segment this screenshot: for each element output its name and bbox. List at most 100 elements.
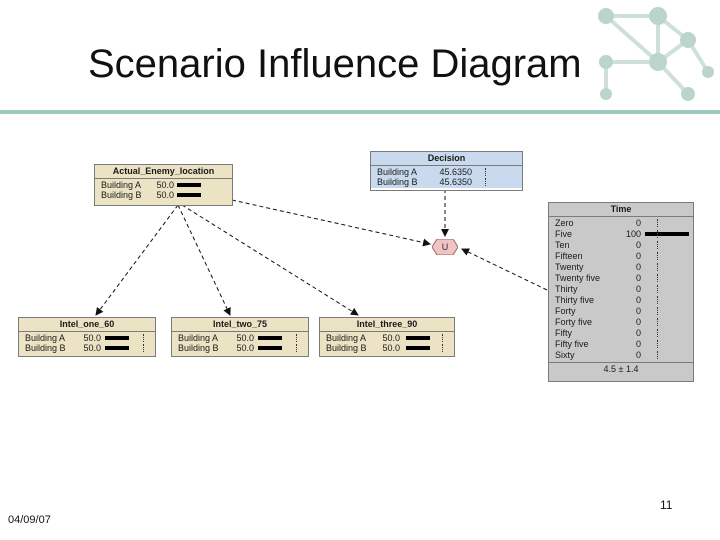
probability-bar: [177, 183, 201, 187]
state-value: 45.6350: [439, 167, 472, 177]
node-title: Intel_two_75: [172, 318, 308, 332]
bar-gridline: [657, 219, 658, 227]
state-value: 50.0: [156, 180, 174, 190]
state-label: Building A: [178, 333, 219, 343]
bar-gridline: [657, 329, 658, 337]
node-intel-one[interactable]: Intel_one_60 Building A 50.0 Building B …: [18, 317, 156, 357]
state-value: 0: [635, 240, 641, 250]
bar-gridline: [657, 307, 658, 315]
state-value: 0: [635, 251, 641, 261]
state-row: Building A 45.6350: [371, 167, 522, 177]
bar-gridline: [657, 340, 658, 348]
state-row: Fifteen 0: [549, 251, 693, 262]
state-value: 0: [635, 339, 641, 349]
bar-gridline: [657, 252, 658, 260]
state-label: Zero: [555, 218, 574, 228]
state-label: Thirty five: [555, 295, 595, 305]
state-label: Fifty five: [555, 339, 589, 349]
probability-bar: [258, 346, 282, 350]
node-intel-three[interactable]: Intel_three_90 Building A 50.0 Building …: [319, 317, 455, 357]
state-row: Fifty five 0: [549, 339, 693, 350]
node-title: Time: [549, 203, 693, 217]
state-row: Fifty 0: [549, 328, 693, 339]
bar-gridline: [657, 351, 658, 359]
node-decision[interactable]: Decision Building A 45.6350 Building B 4…: [370, 151, 523, 191]
state-row: Sixty 0: [549, 350, 693, 361]
state-label: Building A: [326, 333, 367, 343]
network-logo-icon: [598, 7, 714, 101]
probability-bar: [406, 346, 430, 350]
probability-bar: [105, 346, 129, 350]
state-row: Twenty five 0: [549, 273, 693, 284]
slide-date: 04/09/07: [8, 514, 51, 526]
state-label: Thirty: [555, 284, 578, 294]
state-value: 0: [635, 328, 641, 338]
state-label: Fifteen: [555, 251, 583, 261]
state-value: 50.0: [382, 343, 400, 353]
state-row: Building B 50.0: [19, 343, 155, 353]
node-intel-two[interactable]: Intel_two_75 Building A 50.0 Building B …: [171, 317, 309, 357]
state-label: Fifty: [555, 328, 572, 338]
state-row: Building A 50.0: [95, 180, 232, 190]
probability-bar: [177, 193, 201, 197]
state-value: 50.0: [236, 343, 254, 353]
state-value: 50.0: [236, 333, 254, 343]
node-actual-enemy-location[interactable]: Actual_Enemy_location Building A 50.0 Bu…: [94, 164, 233, 206]
state-label: Building A: [101, 180, 142, 190]
bar-gridline: [657, 263, 658, 271]
state-row: Building A 50.0: [172, 333, 308, 343]
state-row: Building B 50.0: [172, 343, 308, 353]
state-label: Twenty five: [555, 273, 601, 283]
state-label: Building A: [377, 167, 418, 177]
state-value: 0: [635, 350, 641, 360]
state-row: Ten 0: [549, 240, 693, 251]
bar-gridline: [485, 178, 486, 186]
state-label: Building B: [326, 343, 367, 353]
state-label: Building B: [101, 190, 142, 200]
state-label: Five: [555, 229, 573, 239]
state-row: Building B 45.6350: [371, 177, 522, 187]
bar-gridline: [442, 344, 443, 352]
bar-gridline: [657, 274, 658, 282]
probability-bar: [258, 336, 282, 340]
state-value: 0: [635, 295, 641, 305]
state-value: 0: [635, 273, 641, 283]
state-row: Building B 50.0: [320, 343, 454, 353]
state-label: Sixty: [555, 350, 575, 360]
bar-gridline: [485, 168, 486, 176]
title-divider: [0, 110, 720, 114]
bar-gridline: [657, 296, 658, 304]
state-value: 100: [625, 229, 641, 239]
probability-bar: [645, 232, 689, 236]
state-value: 45.6350: [439, 177, 472, 187]
state-label: Building B: [178, 343, 219, 353]
state-label: Forty: [555, 306, 576, 316]
state-value: 0: [635, 262, 641, 272]
bar-gridline: [143, 344, 144, 352]
bar-gridline: [657, 241, 658, 249]
bar-gridline: [442, 334, 443, 342]
bar-gridline: [296, 344, 297, 352]
state-label: Building A: [25, 333, 66, 343]
bar-gridline: [143, 334, 144, 342]
arrow-actual-to-intel-one: [95, 204, 179, 316]
page-number: 11: [660, 498, 673, 512]
state-label: Building B: [25, 343, 66, 353]
state-value: 50.0: [382, 333, 400, 343]
node-title: Decision: [371, 152, 522, 166]
node-utility[interactable]: U: [431, 238, 459, 256]
state-value: 50.0: [83, 333, 101, 343]
state-value: 50.0: [83, 343, 101, 353]
state-row: Building A 50.0: [320, 333, 454, 343]
bar-gridline: [657, 318, 658, 326]
state-value: 0: [635, 218, 641, 228]
state-row: Five 100: [549, 229, 693, 240]
arrow-actual-to-utility: [231, 199, 431, 247]
state-label: Ten: [555, 240, 570, 250]
